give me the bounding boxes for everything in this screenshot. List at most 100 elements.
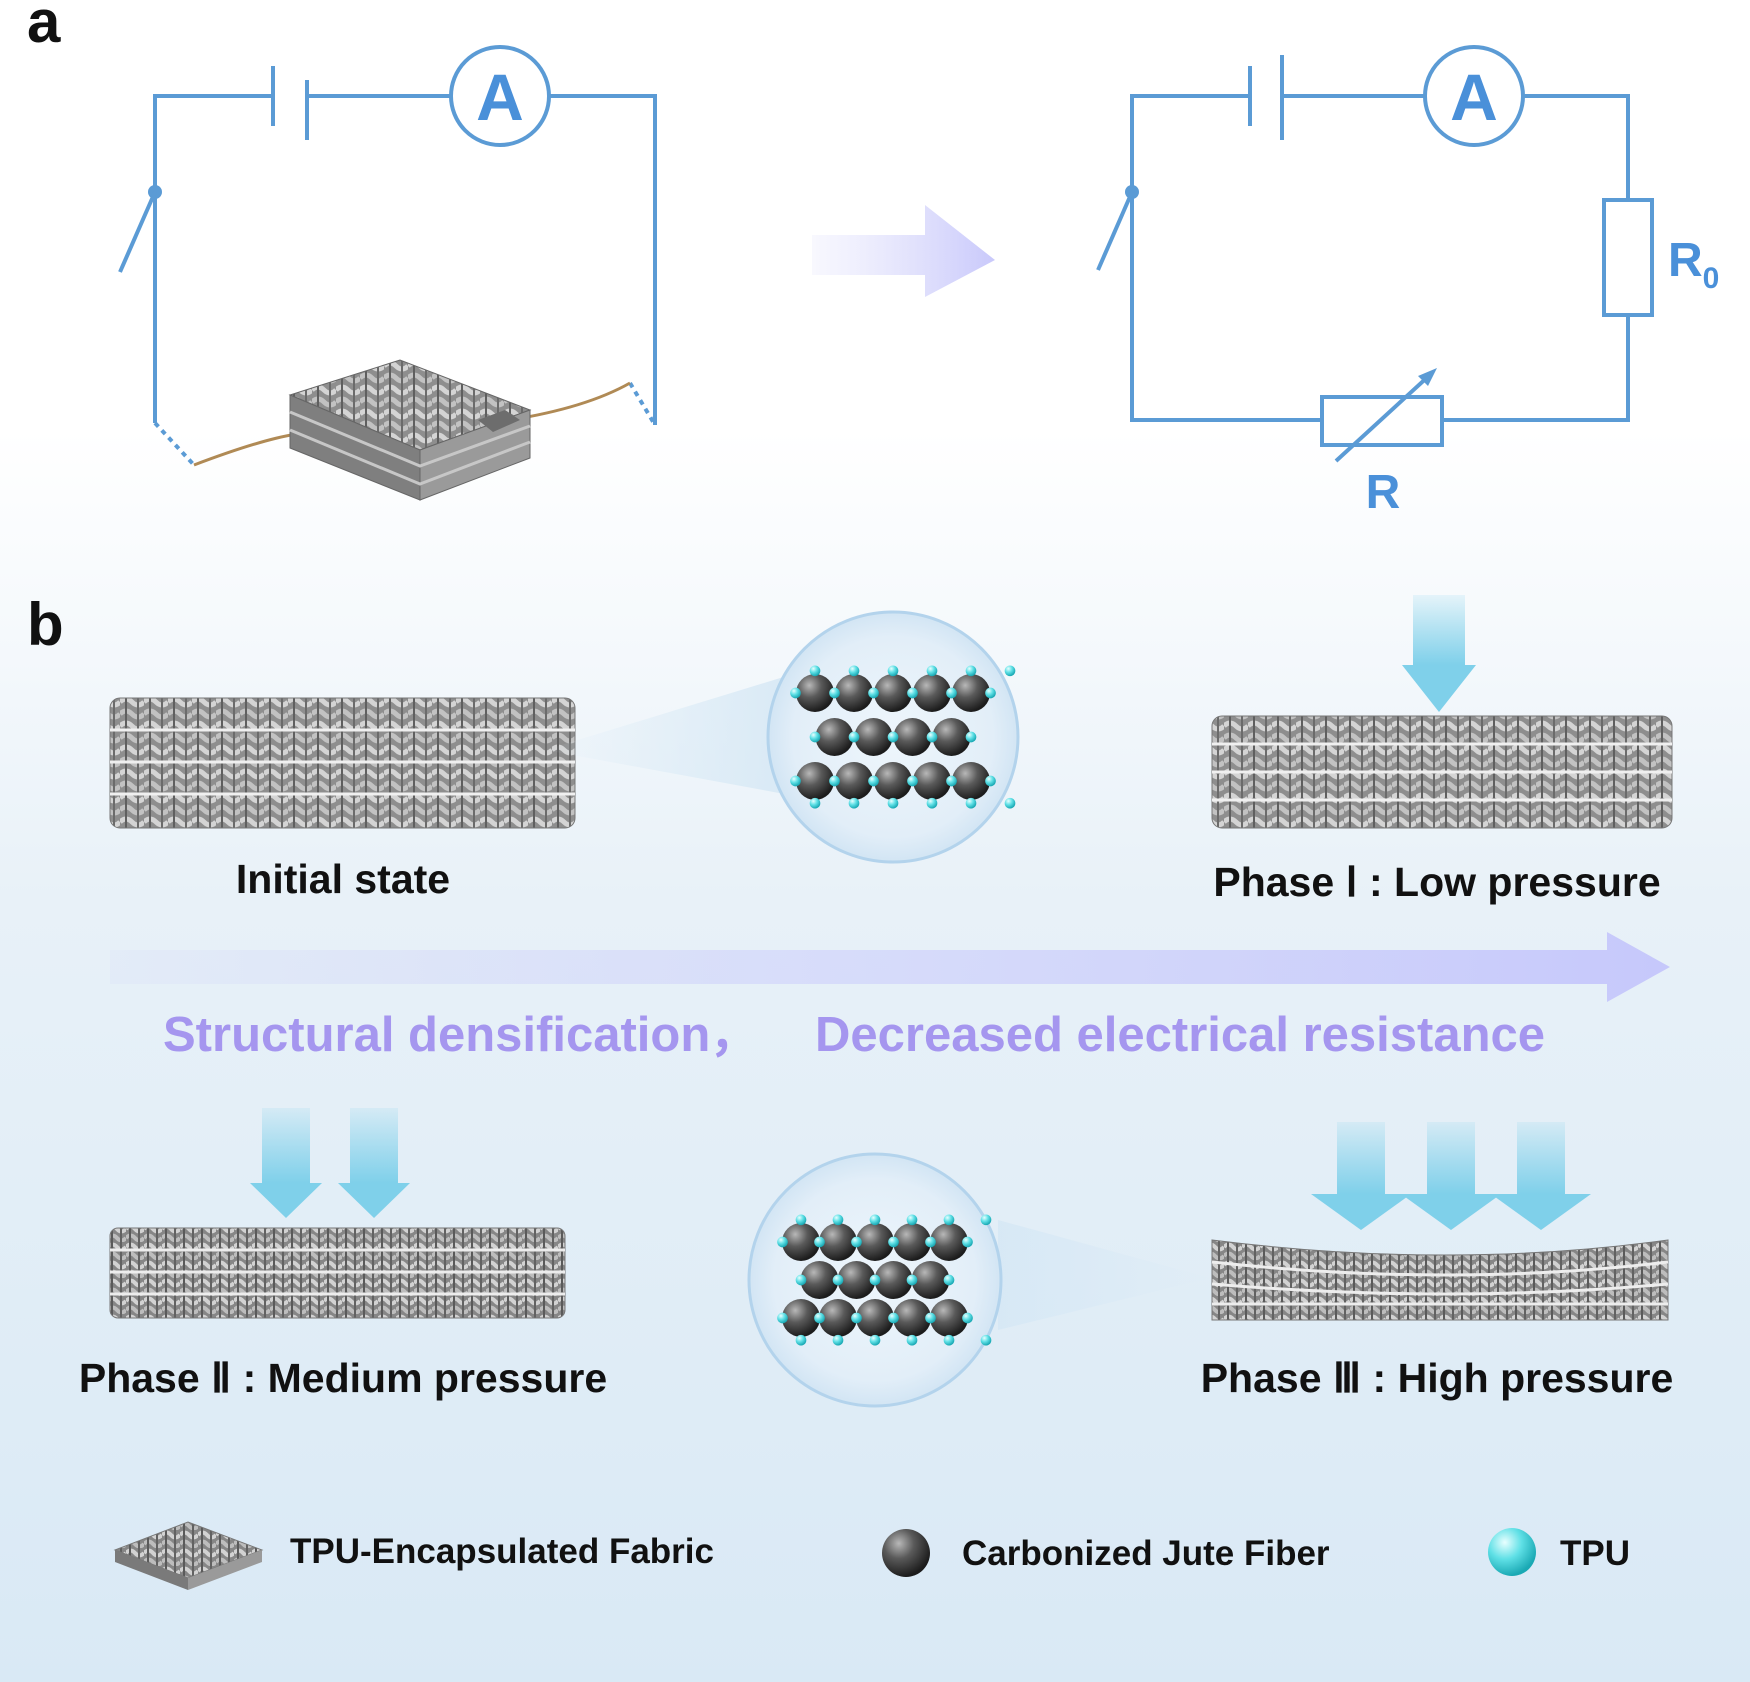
- tpu-particle: [832, 1214, 844, 1226]
- tpu-particle: [814, 1236, 825, 1248]
- tpu-particle: [795, 1334, 807, 1346]
- tpu-particle: [829, 687, 840, 699]
- carbon-particle: [835, 762, 873, 800]
- switch-lever-2: [1096, 191, 1134, 271]
- caption-phase2: Phase Ⅱ : Medium pressure: [79, 1355, 607, 1401]
- tpu-particle: [962, 1312, 973, 1324]
- pressure-arrows-phase2: [250, 1108, 410, 1218]
- tpu-particle: [926, 797, 938, 809]
- carbon-particle: [819, 1299, 857, 1337]
- carbon-particle: [874, 762, 912, 800]
- tpu-particle: [777, 1236, 788, 1248]
- tpu-particle: [1004, 665, 1016, 677]
- magnify-beam-top: [545, 675, 790, 795]
- tpu-particle: [888, 1312, 899, 1324]
- legend-fabric-swatch: [113, 1521, 264, 1590]
- tpu-particle: [906, 1214, 918, 1226]
- switch-lever: [118, 191, 157, 273]
- tpu-particle: [946, 775, 957, 787]
- tpu-particle: [925, 1312, 936, 1324]
- tpu-particle: [980, 1214, 992, 1226]
- tpu-particle: [926, 731, 938, 743]
- pressure-arrow-head: [1311, 1194, 1411, 1230]
- variable-resistor-label: R: [1366, 466, 1401, 519]
- process-text-left: Structural densification，: [163, 1008, 759, 1062]
- caption-initial: Initial state: [236, 856, 450, 902]
- carbon-particle: [819, 1223, 857, 1261]
- tpu-particle: [887, 797, 899, 809]
- particle-model-initial: [790, 665, 1016, 809]
- carbon-particle: [856, 1299, 894, 1337]
- tpu-particle: [943, 1334, 955, 1346]
- dashed-lead-right: [628, 381, 657, 427]
- tpu-particle: [814, 1312, 825, 1324]
- legend-tpu-swatch: [1488, 1528, 1536, 1576]
- tpu-particle: [985, 775, 996, 787]
- pressure-arrow-shaft: [1427, 1122, 1475, 1194]
- tpu-particle: [869, 1334, 881, 1346]
- tpu-particle: [848, 665, 860, 677]
- variable-resistor-slash: [1334, 371, 1434, 463]
- pressure-arrow-head: [1401, 1194, 1501, 1230]
- tpu-particle: [795, 1214, 807, 1226]
- variable-resistor-arrowhead: [1418, 368, 1437, 386]
- tpu-particle: [795, 1274, 807, 1286]
- pressure-arrows-phase3: [1311, 1122, 1591, 1230]
- fabric-initial: [109, 697, 576, 829]
- caption-phase1: Phase Ⅰ : Low pressure: [1213, 859, 1660, 905]
- tpu-particle: [790, 687, 801, 699]
- carbon-particle: [893, 1299, 931, 1337]
- tpu-particle: [868, 775, 879, 787]
- tpu-particle: [829, 775, 840, 787]
- carbon-particle: [835, 674, 873, 712]
- fixed-resistor: [1602, 198, 1654, 317]
- tpu-particle: [832, 1334, 844, 1346]
- carbon-particle: [893, 718, 932, 756]
- tpu-particle: [848, 797, 860, 809]
- carbon-particle: [952, 674, 990, 712]
- tpu-particle: [943, 1214, 955, 1226]
- tpu-particle: [869, 1214, 881, 1226]
- tpu-particle: [851, 1312, 862, 1324]
- tpu-particle: [790, 775, 801, 787]
- fabric-phase2: [109, 1227, 566, 1319]
- carbon-particle: [782, 1299, 820, 1337]
- fixed-resistor-label: R0: [1668, 234, 1719, 295]
- carbon-particle: [796, 762, 834, 800]
- particle-model-dense: [777, 1214, 992, 1346]
- tpu-particle: [887, 665, 899, 677]
- tpu-particle: [851, 1236, 862, 1248]
- carbon-particle: [837, 1261, 876, 1299]
- tpu-particle: [777, 1312, 788, 1324]
- fabric-phase1: [1211, 715, 1673, 829]
- carbon-particle: [796, 674, 834, 712]
- tpu-particle: [832, 1274, 844, 1286]
- tpu-particle: [907, 687, 918, 699]
- tpu-particle: [809, 665, 821, 677]
- legend-carbon-label: Carbonized Jute Fiber: [962, 1534, 1330, 1573]
- pressure-arrow-shaft: [1337, 1122, 1385, 1194]
- tpu-particle: [943, 1274, 955, 1286]
- ammeter-label-2: A: [1450, 60, 1498, 134]
- legend: TPU-Encapsulated Fabric Carbonized Jute …: [113, 1521, 1630, 1590]
- carbon-particle: [930, 1223, 968, 1261]
- panel-a-label: a: [27, 0, 61, 55]
- tpu-particle: [1004, 797, 1016, 809]
- tpu-particle: [869, 1274, 881, 1286]
- carbon-particle: [893, 1223, 931, 1261]
- fabric-phase3: [1211, 1239, 1669, 1321]
- pressure-arrow-shaft: [350, 1108, 398, 1183]
- tpu-particle: [848, 731, 860, 743]
- wire-left-right: [549, 94, 657, 425]
- process-arrow: [110, 932, 1670, 1002]
- pressure-arrow-shaft: [1413, 595, 1465, 665]
- transition-arrow: [812, 205, 995, 297]
- process-text-right: Decreased electrical resistance: [815, 1008, 1545, 1062]
- tpu-particle: [888, 1236, 899, 1248]
- carbon-particle: [952, 762, 990, 800]
- circuit-right: A R0 R: [1096, 45, 1719, 519]
- legend-fabric-label: TPU-Encapsulated Fabric: [290, 1532, 714, 1571]
- wire-left-top: [153, 94, 272, 290]
- zoom-bubble-dense: [747, 1152, 1003, 1408]
